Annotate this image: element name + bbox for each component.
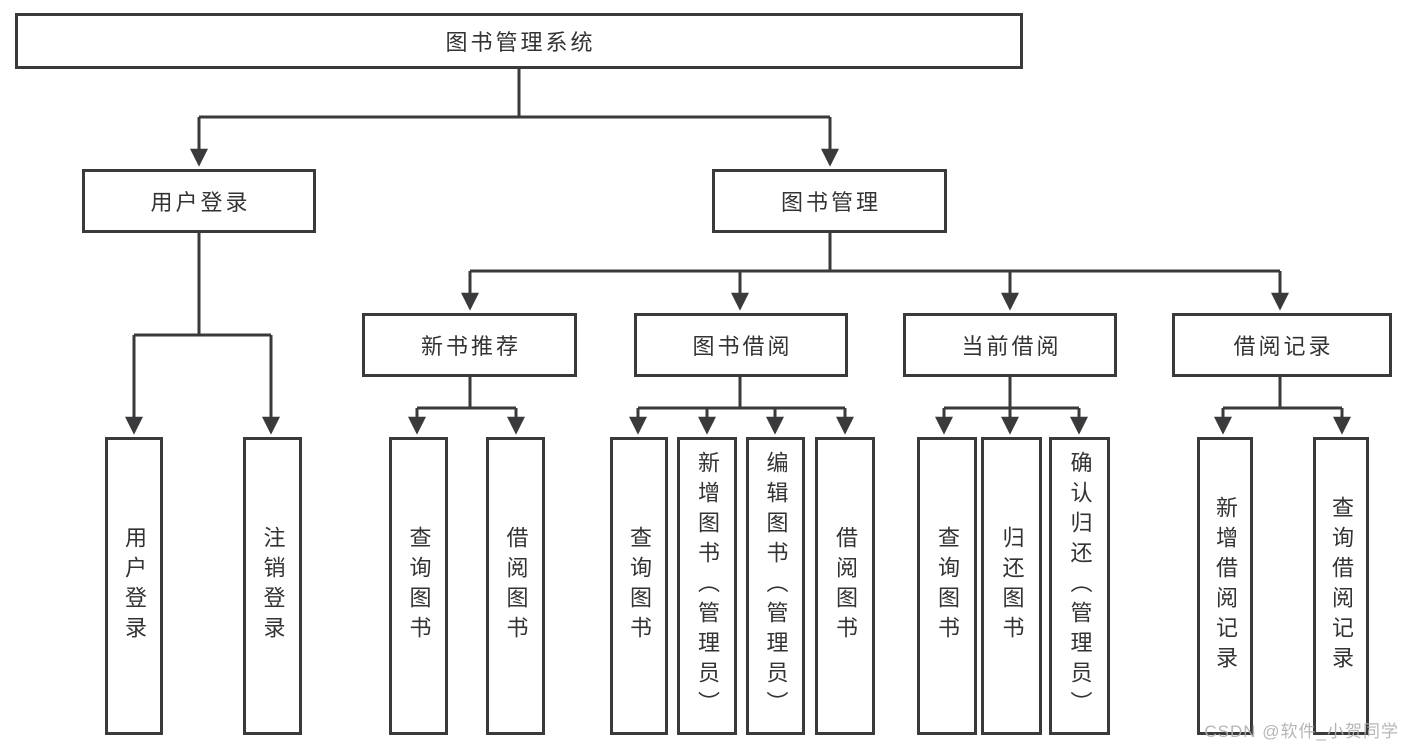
leaf-add-book-admin-label: 新增图书（管理员）: [695, 451, 720, 721]
leaf-user-login-label: 用户登录: [122, 526, 147, 646]
node-current-borrowing: 当前借阅: [903, 313, 1117, 377]
leaf-query-books-recommend-label: 查询图书: [406, 526, 432, 646]
leaf-query-books-current: 查询图书: [917, 437, 977, 735]
leaf-add-borrow-record: 新增借阅记录: [1197, 437, 1253, 735]
leaf-borrow-books-recommend-label: 借阅图书: [503, 526, 529, 646]
node-library-system-label: 图书管理系统: [445, 30, 596, 55]
leaf-query-books-borrowing-label: 查询图书: [627, 526, 652, 646]
node-library-system: 图书管理系统: [15, 13, 1023, 69]
node-new-book-recommend: 新书推荐: [362, 313, 577, 377]
leaf-logout: 注销登录: [243, 437, 302, 735]
node-current-borrowing-label: 当前借阅: [961, 334, 1062, 359]
leaf-return-book-label: 归还图书: [999, 526, 1025, 646]
node-borrow-records: 借阅记录: [1172, 313, 1392, 377]
node-user-login-branch: 用户登录: [82, 169, 316, 233]
leaf-borrow-books-recommend: 借阅图书: [486, 437, 545, 735]
leaf-query-books-recommend: 查询图书: [389, 437, 448, 735]
node-borrow-records-label: 借阅记录: [1233, 334, 1334, 359]
leaf-add-borrow-record-label: 新增借阅记录: [1213, 496, 1238, 676]
leaf-borrow-books-borrowing-label: 借阅图书: [833, 526, 858, 646]
leaf-logout-label: 注销登录: [260, 526, 286, 646]
leaf-query-borrow-record: 查询借阅记录: [1313, 437, 1369, 735]
leaf-edit-book-admin-label: 编辑图书（管理员）: [763, 451, 789, 721]
leaf-edit-book-admin: 编辑图书（管理员）: [746, 437, 805, 735]
leaf-user-login: 用户登录: [105, 437, 163, 735]
node-book-management-label: 图书管理: [780, 190, 881, 215]
node-user-login-branch-label: 用户登录: [150, 190, 251, 215]
node-book-borrowing: 图书借阅: [634, 313, 848, 377]
csdn-watermark: CSDN @软件_小贺同学: [1204, 722, 1399, 741]
node-book-borrowing-label: 图书借阅: [692, 334, 793, 359]
leaf-borrow-books-borrowing: 借阅图书: [815, 437, 875, 735]
leaf-query-books-current-label: 查询图书: [935, 526, 960, 646]
leaf-query-borrow-record-label: 查询借阅记录: [1329, 496, 1354, 676]
node-book-management: 图书管理: [712, 169, 947, 233]
leaf-confirm-return-admin: 确认归还（管理员）: [1049, 437, 1110, 735]
leaf-confirm-return-admin-label: 确认归还（管理员）: [1067, 451, 1093, 721]
leaf-return-book: 归还图书: [981, 437, 1042, 735]
node-new-book-recommend-label: 新书推荐: [420, 334, 521, 359]
leaf-query-books-borrowing: 查询图书: [610, 437, 668, 735]
leaf-add-book-admin: 新增图书（管理员）: [677, 437, 737, 735]
